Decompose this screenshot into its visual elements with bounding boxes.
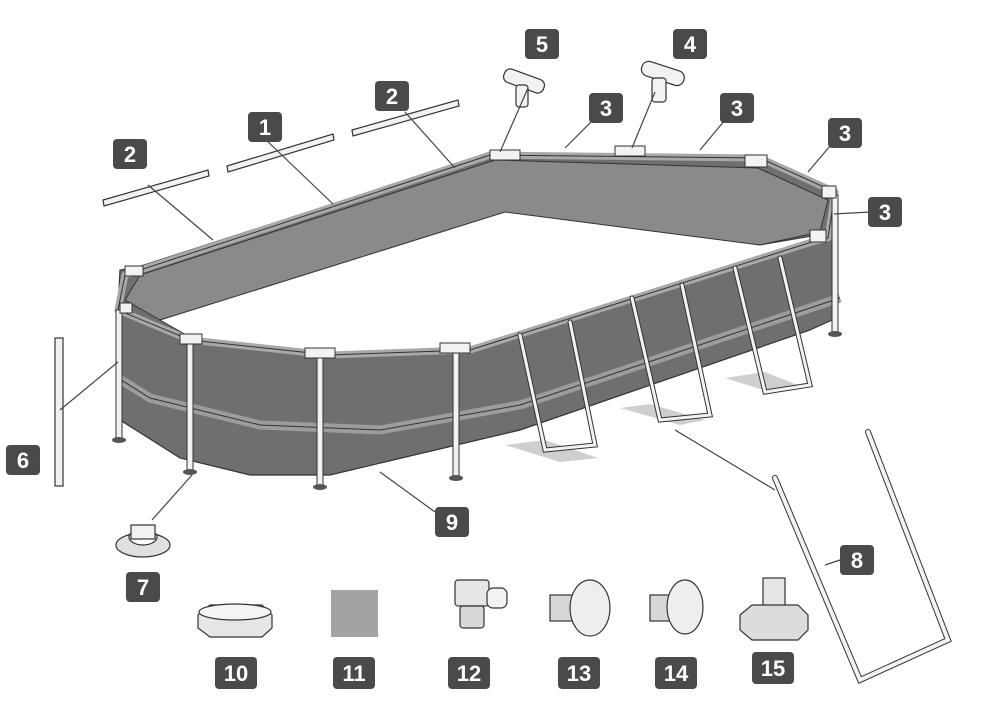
- svg-text:4: 4: [684, 32, 697, 57]
- svg-text:13: 13: [567, 661, 591, 686]
- svg-text:2: 2: [386, 84, 398, 109]
- callout-badge-7: 7: [126, 572, 160, 602]
- t-joint-part-5: [502, 68, 546, 108]
- hose-adapter-part-15: [739, 577, 809, 641]
- callout-badge-4: 4: [673, 29, 707, 59]
- callout-badge-3-c: 3: [828, 118, 862, 148]
- vertical-leg-part-6: [54, 337, 64, 487]
- callout-badge-14: 14: [655, 657, 697, 689]
- callout-badge-9: 9: [435, 507, 469, 537]
- callout-badge-5: 5: [525, 29, 559, 59]
- callout-badge-10: 10: [215, 657, 257, 689]
- rim-connectors: [119, 145, 837, 359]
- svg-text:14: 14: [664, 661, 689, 686]
- svg-text:7: 7: [137, 575, 149, 600]
- pool-leg-feet: [112, 331, 842, 490]
- connector-part-13: [549, 579, 611, 637]
- callout-badge-3-d: 3: [868, 197, 902, 227]
- svg-text:1: 1: [259, 115, 271, 140]
- svg-text:11: 11: [342, 661, 365, 686]
- callout-badge-3-a: 3: [589, 93, 623, 123]
- svg-text:3: 3: [600, 96, 612, 121]
- svg-text:6: 6: [17, 448, 29, 473]
- top-rail-part-2-right: [351, 99, 460, 137]
- valve-part-12: [454, 579, 508, 629]
- svg-text:12: 12: [457, 661, 481, 686]
- svg-text:3: 3: [879, 200, 891, 225]
- svg-text:3: 3: [839, 121, 851, 146]
- callout-badge-3-b: 3: [720, 93, 754, 123]
- t-joint-part-4: [640, 60, 685, 103]
- connector-part-14: [649, 579, 704, 635]
- cover-cap-part-10: [197, 603, 273, 638]
- foot-cap-part-7: [115, 524, 171, 558]
- callout-badge-12: 12: [448, 657, 490, 689]
- callout-badge-2-left: 2: [113, 139, 147, 169]
- svg-text:15: 15: [761, 656, 785, 681]
- pool-illustration: [112, 145, 842, 490]
- callout-badge-15: 15: [752, 652, 794, 684]
- callout-badge-2-right: 2: [375, 81, 409, 111]
- svg-text:5: 5: [536, 32, 548, 57]
- callout-badge-11: 11: [333, 657, 375, 689]
- svg-text:9: 9: [446, 510, 458, 535]
- callout-badge-6: 6: [6, 445, 40, 475]
- svg-text:8: 8: [851, 548, 863, 573]
- callout-badge-1: 1: [248, 112, 282, 142]
- svg-text:2: 2: [124, 142, 136, 167]
- svg-text:3: 3: [731, 96, 743, 121]
- top-rail-part-2-left: [102, 169, 210, 207]
- liner-patch-part-11: [331, 590, 378, 637]
- callout-badge-8: 8: [840, 545, 874, 575]
- svg-text:10: 10: [224, 661, 248, 686]
- leader-lines: [59, 87, 871, 566]
- callout-badge-13: 13: [558, 657, 600, 689]
